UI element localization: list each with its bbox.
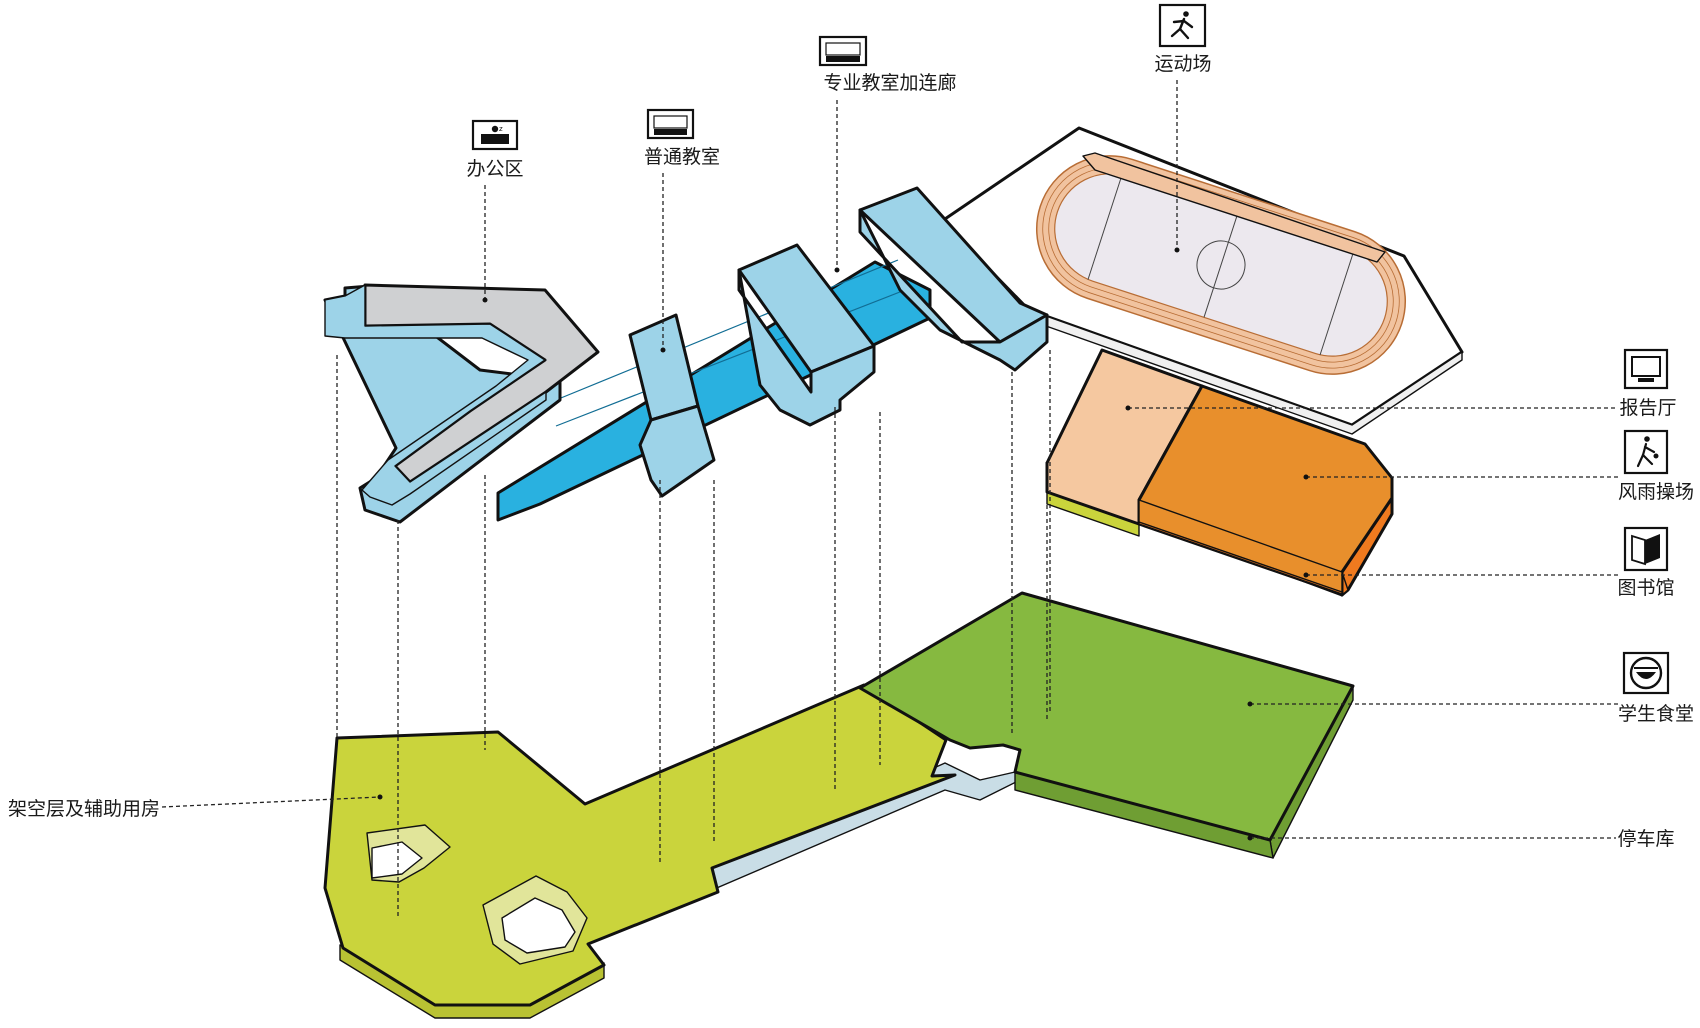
- classroom-icon: [825, 42, 861, 62]
- classroom-icon: [653, 115, 688, 135]
- special-block-1-steps: [737, 268, 876, 427]
- monitor-icon: [1631, 356, 1661, 382]
- sports-field-level: [940, 126, 1464, 435]
- office-label: 办公区: [466, 158, 523, 180]
- parking-callout: 停车库: [1247, 828, 1675, 850]
- rain-playground-label: 风雨操场: [1618, 481, 1694, 503]
- canteen-floor: [858, 591, 1355, 842]
- office-callout: z 办公区: [466, 119, 524, 303]
- sports-field-callout: 运动场: [1154, 3, 1212, 253]
- sports-field-label: 运动场: [1154, 53, 1211, 75]
- podium-void-2-hole: [501, 897, 576, 954]
- classroom-callout: 普通教室: [644, 108, 720, 353]
- office-desk-icon: z: [481, 125, 509, 144]
- podium-level: [323, 591, 1355, 1019]
- auditorium-label: 报告厅: [1619, 397, 1676, 419]
- special-block-2-roof: [858, 186, 1049, 344]
- teaching-buildings: [323, 186, 1049, 524]
- canteen-callout: 学生食堂: [1247, 651, 1694, 725]
- classroom-label: 普通教室: [644, 146, 720, 168]
- running-figure-icon: [1170, 11, 1194, 40]
- library-callout: 图书馆: [1303, 526, 1675, 599]
- running-track: [1035, 155, 1407, 375]
- classroom-bar-body: [638, 404, 716, 498]
- projection-lines: [336, 350, 1051, 918]
- basketball-player-icon: [1636, 436, 1659, 468]
- rain-playground-callout: 风雨操场: [1303, 429, 1694, 503]
- office-wing-stair-a: [324, 284, 547, 506]
- podium-callout: 架空层及辅助用房: [8, 794, 383, 820]
- auditorium-callout: 报告厅: [1125, 348, 1677, 419]
- podium-void-1-hole: [371, 841, 423, 879]
- library-label: 图书馆: [1617, 577, 1674, 599]
- food-bowl-icon: [1629, 656, 1663, 690]
- special-classroom-label: 专业教室加连廊: [823, 72, 956, 94]
- podium-floor: [323, 683, 957, 1007]
- special-block-2-steps: [858, 208, 1049, 372]
- library-orange-band: [1138, 521, 1343, 595]
- parking-label: 停车库: [1617, 828, 1674, 850]
- canteen-label: 学生食堂: [1618, 703, 1694, 725]
- special-classroom-callout: 专业教室加连廊: [818, 35, 957, 273]
- book-icon: [1631, 534, 1660, 566]
- track-straight-strip: [1082, 152, 1386, 263]
- podium-label: 架空层及辅助用房: [8, 798, 160, 820]
- auditorium-gym-block: [1045, 348, 1394, 597]
- svg-text:z: z: [499, 125, 503, 133]
